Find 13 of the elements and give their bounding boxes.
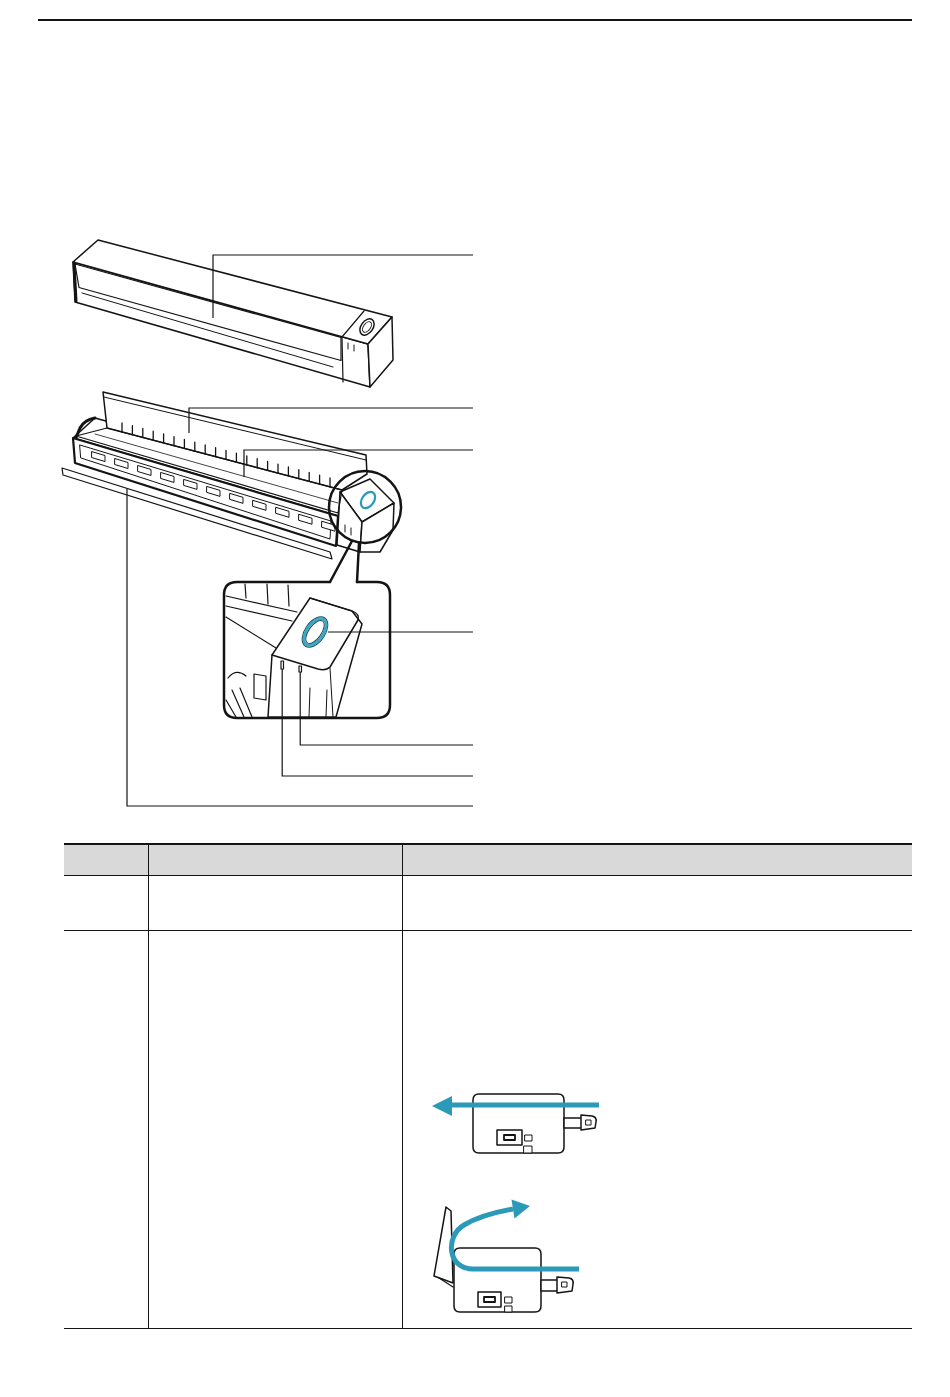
- inner-guide: [75, 427, 343, 514]
- leader-line: [281, 668, 474, 777]
- leader-line: [188, 407, 474, 434]
- front-tray: [61, 467, 333, 560]
- scan-button: [301, 616, 329, 648]
- top-cover: [74, 263, 342, 362]
- status-lamp: [298, 665, 303, 673]
- paper-guide: [102, 391, 368, 491]
- leader-line: [327, 631, 474, 633]
- leader-line: [299, 671, 474, 746]
- status-lamp: [280, 660, 285, 670]
- leader-line: [212, 254, 474, 319]
- leader-line: [243, 449, 474, 478]
